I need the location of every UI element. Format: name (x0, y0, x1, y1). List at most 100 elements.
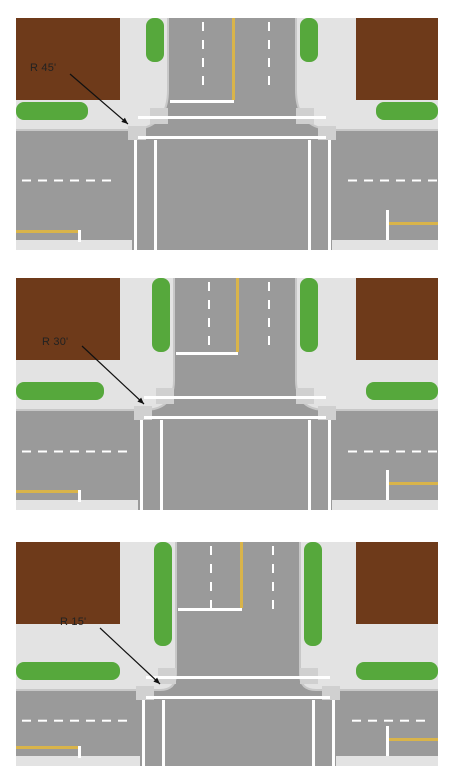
lane-dash-west (54, 179, 63, 182)
intersection-plan-r30 (16, 278, 438, 510)
lane-dash-west (118, 450, 127, 453)
yellow-line-east (388, 222, 438, 225)
lane-dash-east (400, 719, 409, 722)
lane-dash-east (396, 179, 405, 182)
stop-bar-west (78, 746, 81, 758)
lane-dash-west (22, 450, 31, 453)
stop-bar-east (386, 726, 389, 756)
yellow-line-east (388, 738, 438, 741)
lane-dash-north-right (272, 546, 274, 555)
crosswalk-line-west-1 (140, 420, 143, 510)
stop-bar-north (178, 608, 242, 611)
stop-bar-east (386, 470, 389, 500)
radius-leader-arrowhead (121, 117, 128, 124)
lane-dash-east (380, 450, 389, 453)
lane-dash-north-left (208, 300, 210, 309)
lane-dash-north-right (268, 300, 270, 309)
crosswalk-line-north-2 (146, 696, 330, 699)
yellow-centerline-north (236, 278, 239, 352)
lane-dash-west (38, 450, 47, 453)
lane-dash-east (428, 179, 437, 182)
crosswalk-line-east-1 (312, 700, 315, 766)
lane-dash-north-left (210, 564, 212, 573)
crosswalk-line-east-2 (332, 700, 335, 766)
building-left (16, 278, 120, 360)
lane-dash-east (368, 719, 377, 722)
crosswalk-line-north-2 (144, 416, 326, 419)
road-south-area (140, 690, 336, 766)
lane-dash-north-left (202, 58, 204, 67)
intersection-plan-r45 (16, 18, 438, 250)
stop-bar-west (78, 230, 81, 242)
road-south-area (138, 410, 332, 510)
lane-dash-west (70, 179, 79, 182)
radius-leader-line (69, 73, 129, 125)
lane-dash-west (86, 719, 95, 722)
lane-dash-west (54, 719, 63, 722)
planting-strip-north-left (146, 18, 164, 62)
building-right (356, 18, 438, 100)
lane-dash-north-right (268, 58, 270, 67)
road-north-leg (176, 542, 300, 692)
lane-dash-east (428, 450, 437, 453)
lane-dash-north-left (208, 282, 210, 291)
lane-dash-west (102, 179, 111, 182)
lane-dash-north-right (268, 282, 270, 291)
lane-dash-north-right (268, 22, 270, 31)
stop-bar-north (176, 352, 238, 355)
road-north-leg (174, 278, 296, 412)
crosswalk-line-north (146, 676, 330, 679)
radius-label-r30: R 30' (42, 336, 69, 348)
planting-strip-north-right (300, 18, 318, 62)
radius-leader-line (99, 627, 161, 685)
crosswalk-line-north (144, 396, 326, 399)
radius-leader-arrowhead (137, 397, 144, 404)
crosswalk-line-north-2 (138, 136, 326, 139)
stop-bar-east (386, 210, 389, 240)
crosswalk-line-east-2 (328, 420, 331, 510)
lane-dash-north-left (202, 76, 204, 85)
crosswalk-line-west-2 (162, 700, 165, 766)
lane-dash-east (348, 450, 357, 453)
lane-dash-north-left (210, 546, 212, 555)
intersection-panel-r45: R 45' (0, 18, 455, 250)
lane-dash-north-right (268, 336, 270, 345)
crosswalk-line-west-2 (154, 140, 157, 250)
building-right (356, 542, 438, 624)
intersection-panel-r15: R 15' (0, 542, 455, 766)
lane-dash-east (384, 719, 393, 722)
lane-dash-east (396, 450, 405, 453)
radius-leader-line (81, 345, 145, 405)
lane-dash-north-right (268, 76, 270, 85)
radius-leader-arrowhead (153, 677, 160, 684)
lane-dash-east (348, 179, 357, 182)
planting-strip-north-left (154, 542, 172, 646)
lane-dash-north-right (268, 40, 270, 49)
lane-dash-east (364, 179, 373, 182)
lane-dash-north-left (210, 582, 212, 591)
yellow-line-west (16, 746, 80, 749)
stop-bar-north (170, 100, 234, 103)
lane-dash-west (70, 719, 79, 722)
lane-dash-north-right (272, 582, 274, 591)
intersection-panel-r30: R 30' (0, 278, 455, 510)
yellow-line-east (388, 482, 438, 485)
lane-dash-west (38, 179, 47, 182)
lane-dash-north-right (268, 318, 270, 327)
crosswalk-line-west-1 (134, 140, 137, 250)
lane-dash-west (38, 719, 47, 722)
crosswalk-line-west-1 (142, 700, 145, 766)
road-south-area (132, 130, 332, 250)
planting-strip-west (16, 662, 120, 680)
lane-dash-west (70, 450, 79, 453)
planting-strip-north-left (152, 278, 170, 352)
lane-dash-north-right (272, 600, 274, 609)
planting-strip-east (366, 382, 438, 400)
stop-bar-west (78, 490, 81, 502)
crosswalk-line-north (138, 116, 326, 119)
lane-dash-east (412, 450, 421, 453)
planting-strip-east (356, 662, 438, 680)
lane-dash-west (22, 719, 31, 722)
radius-label-r15: R 15' (60, 616, 87, 628)
